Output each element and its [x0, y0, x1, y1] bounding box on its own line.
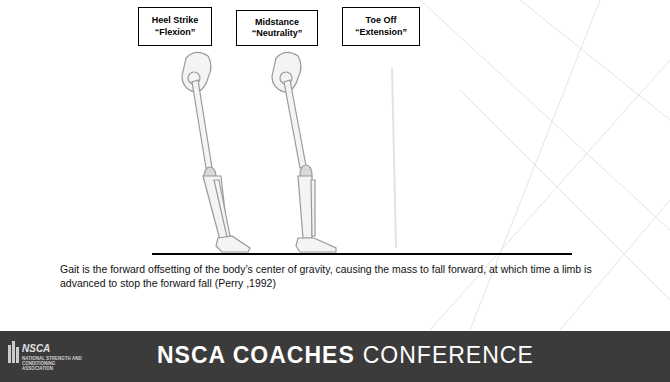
phase-motion: “Flexion” — [147, 27, 203, 38]
phase-motion: “Neutrality” — [245, 28, 309, 39]
footer-bar — [0, 331, 670, 382]
logo-subtitle: NATIONAL STRENGTH AND CONDITIONING ASSOC… — [22, 356, 86, 372]
phase-box: Heel Strike“Flexion” — [138, 7, 212, 46]
phase-motion: “Extension” — [351, 27, 411, 38]
leg-heel-strike — [182, 52, 250, 252]
conference-name: NSCA COACHES — [157, 342, 355, 368]
phase-box: Midstance“Neutrality” — [236, 10, 318, 46]
ground-line — [152, 253, 572, 255]
logo-text: NSCA — [22, 343, 50, 355]
leg-midstance — [272, 52, 336, 252]
phase-box: Toe Off“Extension” — [342, 7, 420, 46]
decor-lines — [420, 0, 670, 330]
caption: Gait is the forward offsetting of the bo… — [60, 262, 600, 290]
conference-word: CONFERENCE — [363, 342, 534, 368]
leg-toe-off-faded — [392, 68, 396, 248]
nsca-logo-mark — [8, 341, 19, 363]
phase-name: Toe Off — [351, 15, 411, 26]
phase-name: Heel Strike — [147, 15, 203, 26]
phase-name: Midstance — [245, 17, 309, 28]
